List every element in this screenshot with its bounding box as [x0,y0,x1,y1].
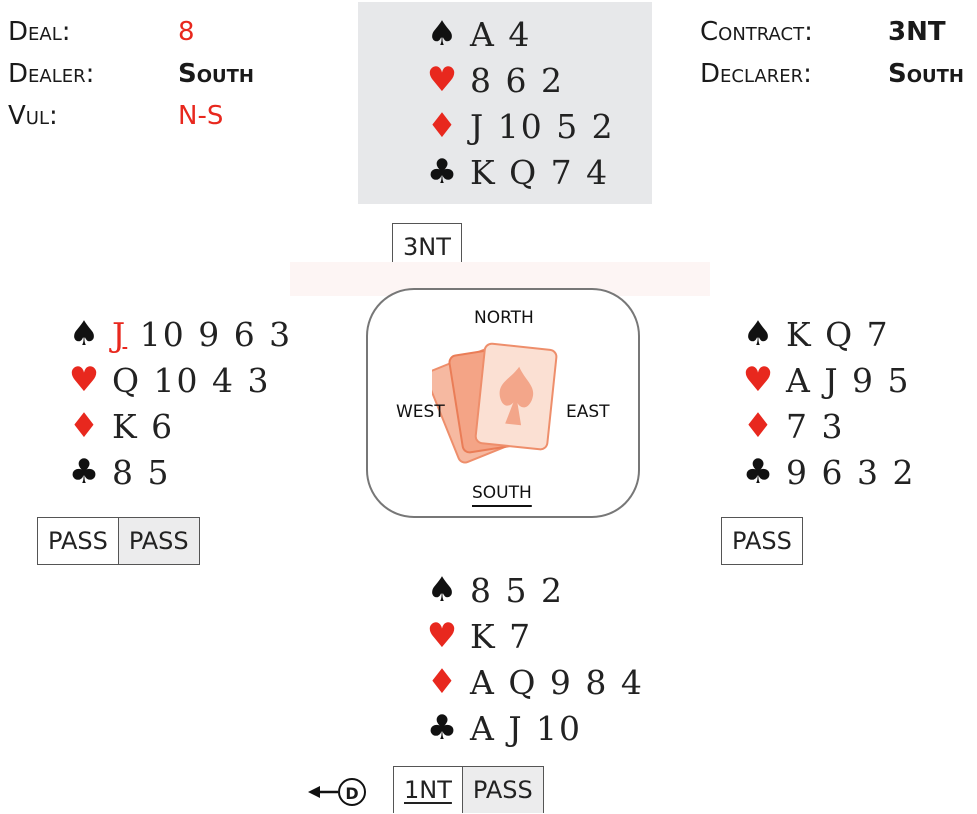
south-bid: PASS [461,767,543,813]
south-hearts: ♥ K 7 [420,612,532,660]
west-diamonds-cards: K 6 [112,406,175,446]
diamond-icon: ♦ [426,106,458,146]
east-diamonds-cards: 7 3 [786,406,845,446]
south-diamonds: ♦ A Q 9 8 4 [420,658,644,706]
compass-west-label: WEST [396,402,445,422]
north-spades: ♠ A 4 [420,10,531,58]
compass-east-label: EAST [566,402,610,422]
east-spades: ♠ K Q 7 [736,310,890,358]
club-icon: ♣ [426,152,458,192]
heart-icon: ♥ [742,360,774,400]
compass-north-label: NORTH [474,308,534,328]
declarer-label: Declarer: [700,59,812,89]
west-bid: PASS [38,518,118,564]
declarer-value: South [888,59,964,89]
south-bids: 1NT PASS [393,766,544,813]
spade-icon: ♠ [68,314,100,354]
west-spades: ♠ J 10 9 6 3 [62,310,292,358]
south-spades-cards: 8 5 2 [470,570,564,610]
contract-label: Contract: [700,17,813,47]
west-hearts-cards: Q 10 4 3 [112,360,271,400]
spade-icon: ♠ [742,314,774,354]
east-bid: PASS [722,518,802,564]
east-hearts: ♥ A J 9 5 [736,356,911,404]
north-clubs-cards: K Q 7 4 [470,152,610,192]
north-hearts: ♥ 8 6 2 [420,56,564,104]
south-clubs-cards: A J 10 [470,708,583,748]
west-hearts: ♥ Q 10 4 3 [62,356,271,404]
opening-lead-card: J [112,314,128,354]
diamond-icon: ♦ [742,406,774,446]
spade-icon: ♠ [426,570,458,610]
south-clubs: ♣ A J 10 [420,704,582,752]
north-hand-panel [358,2,652,204]
east-hearts-cards: A J 9 5 [786,360,911,400]
south-hearts-cards: K 7 [470,616,533,656]
heart-icon: ♥ [426,60,458,100]
club-icon: ♣ [68,452,100,492]
north-diamonds: ♦ J 10 5 2 [420,102,615,150]
west-spades-rest: 10 9 6 3 [127,314,293,354]
east-diamonds: ♦ 7 3 [736,402,844,450]
south-spades: ♠ 8 5 2 [420,566,564,614]
east-clubs: ♣ 9 6 3 2 [736,448,915,496]
heart-icon: ♥ [68,360,100,400]
north-spades-cards: A 4 [470,14,532,54]
north-clubs: ♣ K Q 7 4 [420,148,609,196]
west-bid: PASS [117,518,199,564]
dealer-marker: D [308,778,366,806]
dealer-value: South [178,59,254,89]
compass-table: NORTH WEST EAST SOUTH [366,288,640,518]
arrow-left-icon [308,786,338,798]
dealer-label: Dealer: [8,59,95,89]
contract-value: 3NT [888,17,946,47]
west-diamonds: ♦ K 6 [62,402,174,450]
west-clubs-cards: 8 5 [112,452,171,492]
west-spades-cards: J 10 9 6 3 [112,315,292,354]
east-spades-cards: K Q 7 [786,314,890,354]
deal-label: Deal: [8,17,71,47]
vulnerability-value: N-S [178,101,224,131]
diamond-icon: ♦ [68,406,100,446]
north-diamonds-cards: J 10 5 2 [470,106,615,146]
heart-icon: ♥ [426,616,458,656]
club-icon: ♣ [742,452,774,492]
east-bids: PASS [721,517,803,565]
spade-icon: ♠ [426,14,458,54]
south-diamonds-cards: A Q 9 8 4 [470,662,644,702]
vul-label: Vul: [8,101,58,131]
east-clubs-cards: 9 6 3 2 [786,452,916,492]
north-hearts-cards: 8 6 2 [470,60,564,100]
compass-south-label: SOUTH [472,483,532,503]
west-clubs: ♣ 8 5 [62,448,170,496]
club-icon: ♣ [426,708,458,748]
deal-number: 8 [178,17,195,47]
west-bids: PASS PASS [37,517,200,565]
dealer-d-badge: D [338,778,366,806]
card-fan-icon [432,342,558,464]
south-bid: 1NT [394,767,462,813]
diamond-icon: ♦ [426,662,458,702]
